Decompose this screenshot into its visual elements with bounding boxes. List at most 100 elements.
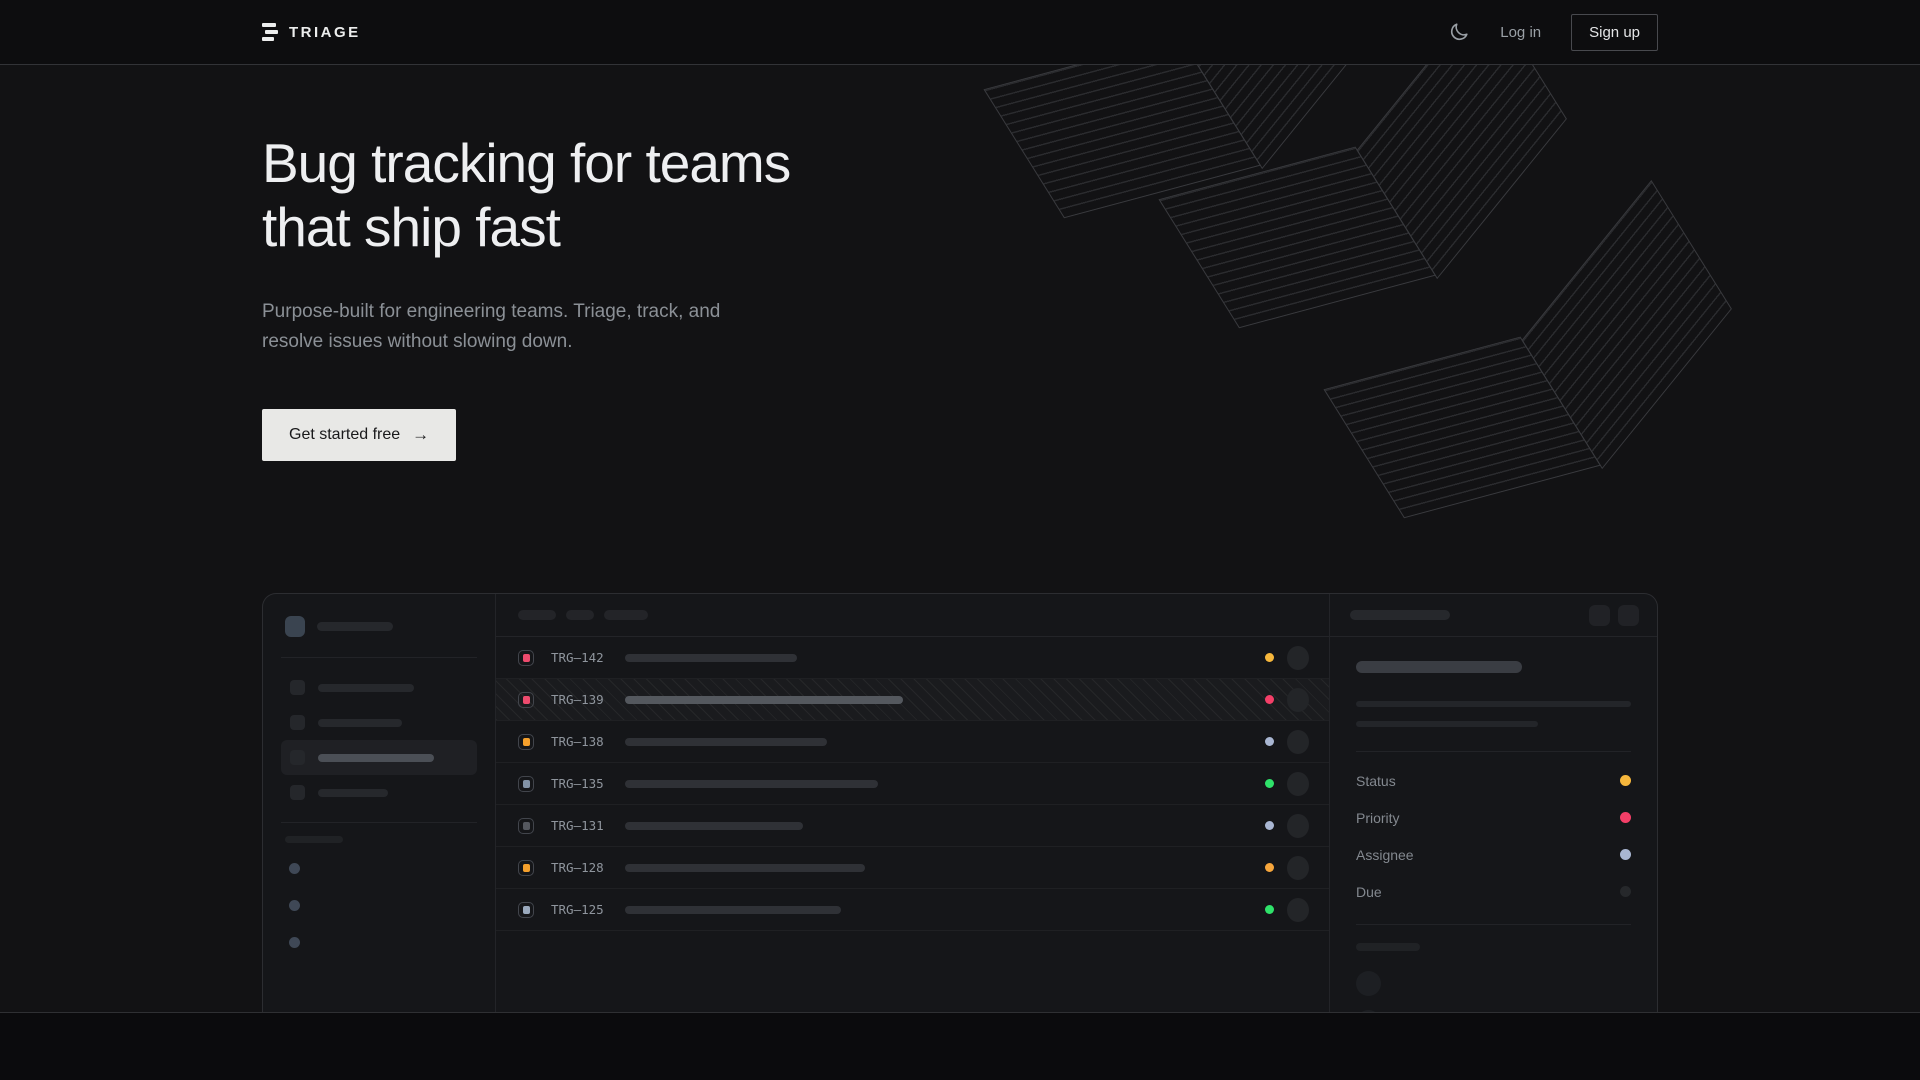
issue-title-skeleton bbox=[625, 653, 797, 662]
brand[interactable]: TRIAGE bbox=[262, 23, 361, 41]
issue-status-dot bbox=[1265, 779, 1274, 788]
issue-row[interactable]: TRG–139 bbox=[496, 679, 1329, 721]
nav-item-icon bbox=[290, 715, 305, 730]
detail-section-skeleton bbox=[1356, 943, 1420, 951]
detail-header bbox=[1330, 594, 1657, 637]
theme-toggle-moon-icon[interactable] bbox=[1448, 21, 1470, 43]
issue-title-skeleton bbox=[625, 863, 865, 872]
issue-row[interactable]: TRG–131 bbox=[496, 805, 1329, 847]
detail-field-label: Status bbox=[1356, 772, 1396, 789]
next-section-band bbox=[0, 1013, 1920, 1079]
issue-type-icon bbox=[518, 649, 534, 666]
issue-assignee-avatar bbox=[1287, 771, 1309, 796]
filter-tab-skeleton[interactable] bbox=[604, 610, 648, 620]
workspace-switcher-skeleton[interactable] bbox=[285, 616, 477, 637]
detail-text-skeleton bbox=[1356, 701, 1631, 707]
issue-type-icon bbox=[518, 775, 534, 792]
issue-status-dot bbox=[1265, 821, 1274, 830]
detail-field-row[interactable]: Assignee bbox=[1356, 836, 1631, 873]
issue-assignee-avatar bbox=[1287, 855, 1309, 880]
detail-action-button[interactable] bbox=[1589, 604, 1610, 626]
avatar bbox=[1356, 1010, 1381, 1012]
detail-fields: Status Priority Assignee Due bbox=[1356, 762, 1631, 910]
navbar: TRIAGE Log in Sign up bbox=[0, 0, 1920, 65]
issue-assignee-avatar bbox=[1287, 729, 1309, 754]
issue-id: TRG–138 bbox=[551, 734, 604, 749]
issue-row[interactable]: TRG–125 bbox=[496, 889, 1329, 931]
issue-type-icon bbox=[518, 817, 534, 834]
issue-row[interactable]: TRG–128 bbox=[496, 847, 1329, 889]
mockup-sidebar bbox=[263, 594, 496, 1012]
detail-field-label: Priority bbox=[1356, 809, 1400, 826]
issue-type-icon bbox=[518, 859, 534, 876]
issue-status-dot bbox=[1265, 695, 1274, 704]
issue-id: TRG–135 bbox=[551, 776, 604, 791]
issue-title-skeleton bbox=[625, 695, 903, 704]
sidebar-section-skeleton bbox=[285, 836, 343, 843]
avatar bbox=[1356, 971, 1381, 996]
login-link[interactable]: Log in bbox=[1500, 23, 1542, 41]
detail-action-button[interactable] bbox=[1618, 604, 1639, 626]
sidebar-skeleton-item[interactable] bbox=[281, 705, 477, 740]
hero-subtitle: Purpose-built for engineering teams. Tri… bbox=[262, 301, 721, 352]
detail-text-skeleton bbox=[1356, 721, 1538, 727]
issue-id: TRG–131 bbox=[551, 818, 604, 833]
issue-type-icon bbox=[518, 901, 534, 918]
issue-list: TRG–142 TRG–139 TRG–138 TRG–135 TRG– bbox=[496, 637, 1329, 931]
issue-id: TRG–125 bbox=[551, 902, 604, 917]
arrow-right-icon: → bbox=[412, 425, 430, 444]
triage-logo-icon bbox=[262, 23, 278, 41]
filter-tab-skeleton[interactable] bbox=[518, 610, 556, 620]
sidebar-dot bbox=[289, 937, 300, 948]
detail-field-row[interactable]: Priority bbox=[1356, 799, 1631, 836]
sidebar-skeleton-item-active[interactable] bbox=[281, 740, 477, 775]
get-started-button[interactable]: Get started free → bbox=[262, 409, 457, 461]
nav-item-icon bbox=[290, 785, 305, 800]
nav-item-icon bbox=[290, 750, 305, 765]
issue-row[interactable]: TRG–142 bbox=[496, 637, 1329, 679]
issue-assignee-avatar bbox=[1287, 687, 1309, 712]
issue-assignee-avatar bbox=[1287, 645, 1309, 670]
issue-assignee-avatar bbox=[1287, 813, 1309, 838]
detail-field-value-dot bbox=[1620, 812, 1631, 823]
brand-name: TRIAGE bbox=[289, 23, 361, 41]
detail-field-row[interactable]: Due bbox=[1356, 873, 1631, 910]
detail-field-value-dot bbox=[1620, 775, 1631, 786]
app-mockup: TRG–142 TRG–139 TRG–138 TRG–135 TRG– bbox=[262, 593, 1658, 1012]
detail-title-skeleton bbox=[1356, 661, 1522, 673]
issue-list-header bbox=[496, 594, 1329, 637]
issue-status-dot bbox=[1265, 905, 1274, 914]
workspace-icon bbox=[285, 616, 305, 637]
detail-field-value-dot bbox=[1620, 849, 1631, 860]
issue-list-panel: TRG–142 TRG–139 TRG–138 TRG–135 TRG– bbox=[496, 594, 1330, 1012]
nav-item-icon bbox=[290, 680, 305, 695]
issue-type-icon bbox=[518, 733, 534, 750]
issue-assignee-avatar bbox=[1287, 897, 1309, 922]
issue-id: TRG–142 bbox=[551, 650, 604, 665]
issue-title-skeleton bbox=[625, 779, 878, 788]
detail-field-label: Assignee bbox=[1356, 846, 1414, 863]
issue-row[interactable]: TRG–138 bbox=[496, 721, 1329, 763]
sidebar-skeleton-item[interactable] bbox=[281, 670, 477, 705]
sidebar-dot bbox=[289, 900, 300, 911]
detail-field-row[interactable]: Status bbox=[1356, 762, 1631, 799]
issue-type-icon bbox=[518, 691, 534, 708]
issue-id: TRG–128 bbox=[551, 860, 604, 875]
sidebar-dot bbox=[289, 863, 300, 874]
issue-title-skeleton bbox=[625, 737, 827, 746]
sidebar-skeleton-item[interactable] bbox=[281, 775, 477, 810]
issue-status-dot bbox=[1265, 863, 1274, 872]
issue-detail-panel: Status Priority Assignee Due bbox=[1330, 594, 1657, 1012]
issue-status-dot bbox=[1265, 737, 1274, 746]
issue-title-skeleton bbox=[625, 905, 841, 914]
issue-title-skeleton bbox=[625, 821, 803, 830]
filter-tab-skeleton[interactable] bbox=[566, 610, 594, 620]
signup-button[interactable]: Sign up bbox=[1571, 13, 1658, 51]
issue-id: TRG–139 bbox=[551, 692, 604, 707]
issue-status-dot bbox=[1265, 653, 1274, 662]
issue-row[interactable]: TRG–135 bbox=[496, 763, 1329, 805]
detail-field-value-dot bbox=[1620, 886, 1631, 897]
detail-field-label: Due bbox=[1356, 883, 1382, 900]
